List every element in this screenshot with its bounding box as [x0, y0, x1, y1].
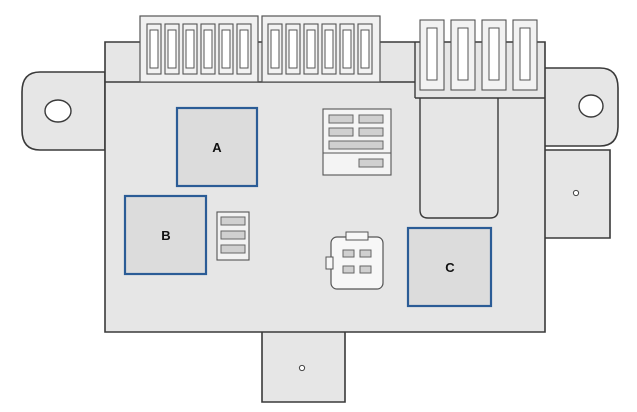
relay-a: [175, 106, 259, 188]
relay-b: [123, 194, 208, 276]
relay-c-label: C: [445, 260, 455, 275]
right-mounting-hole: [578, 94, 604, 118]
recessed-slot: [419, 98, 499, 219]
left-fuse-bank: [139, 15, 259, 83]
relay-c: [406, 226, 493, 308]
diagnostic-connector: [325, 231, 384, 290]
relay-a-label: A: [212, 140, 222, 155]
middle-fuse-bank: [261, 15, 381, 83]
right-large-fuse-bank: [419, 19, 538, 91]
multi-connector-block: [322, 108, 392, 176]
left-mounting-hole: [44, 99, 72, 123]
relay-b-label: B: [161, 228, 170, 243]
right-side-pin: [572, 189, 580, 197]
bottom-mounting-hole: [298, 364, 306, 372]
mini-fuse-strip: [216, 211, 250, 261]
